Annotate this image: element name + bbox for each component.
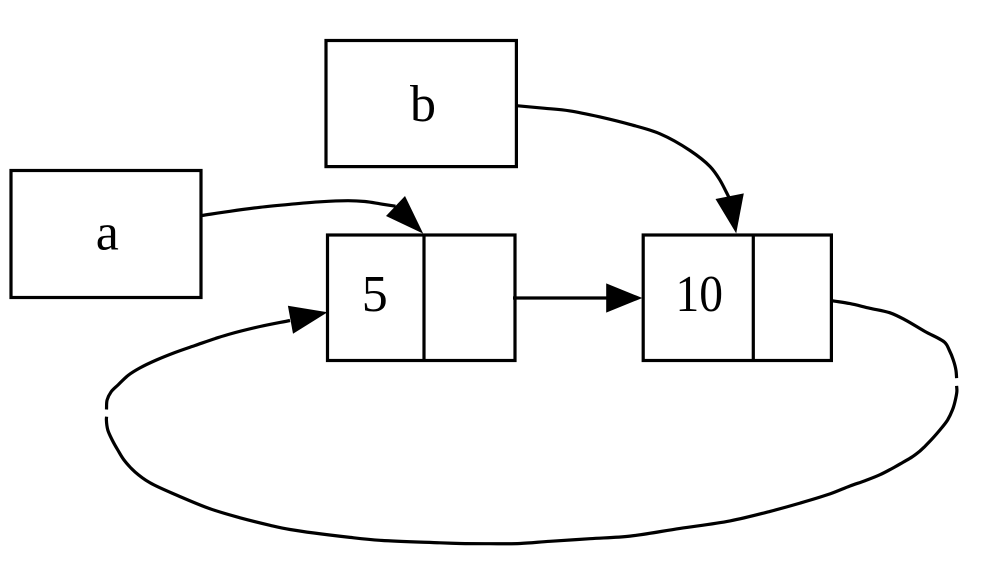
svg-text:5: 5 [362,266,388,323]
svg-text:a: a [96,204,119,261]
svg-text:10: 10 [676,266,724,323]
svg-text:b: b [410,76,436,133]
